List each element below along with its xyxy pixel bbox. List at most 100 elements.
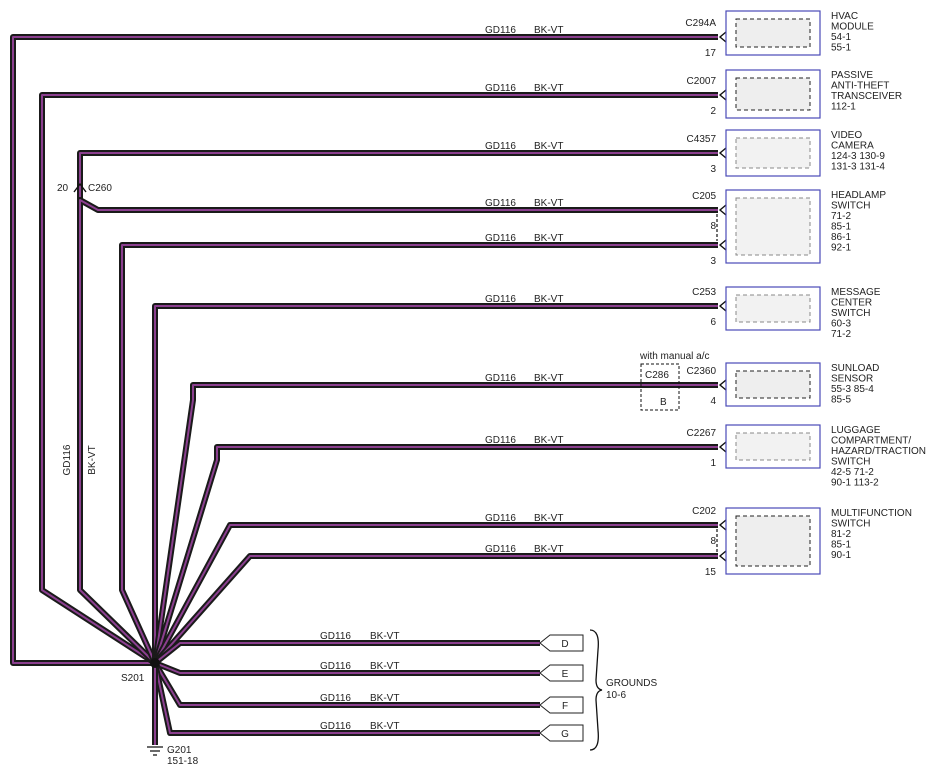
ground-wire-f-inner [154,662,540,706]
branch-wire-4-inner [79,199,718,664]
inline-connector-label: C260 [88,183,112,194]
wire-color-label: BK-VT [534,435,563,446]
component-text-line: 124-3 130-9 [831,151,885,162]
wire-circuit-label: GD116 [485,233,516,244]
wire-circuit-label: GD116 [485,544,516,555]
pin-label: 3 [710,164,716,175]
wire-color-label: BK-VT [534,513,563,524]
inline-connector-pin: 20 [57,183,69,194]
component-text-line: CENTER [831,298,872,309]
connector-label: C294A [685,18,716,29]
wire-color-label: BK-VT [534,198,563,209]
component-text-line: 55-3 85-4 [831,384,874,395]
grounds-brace-icon [589,629,603,751]
branch-wire-5-inner [121,244,718,664]
wire-color-label: BK-VT [534,233,563,244]
component-text-line: 71-2 [831,211,851,222]
pin-arrow-icon [718,89,727,101]
option-connector-pin: B [660,397,667,408]
branch-wire-1-inner [12,36,718,664]
connector-label: C202 [692,506,716,517]
wire-color-label: BK-VT [534,83,563,94]
pin-label: 8 [710,536,716,547]
component-text-line: SWITCH [831,457,870,468]
pin-arrow-icon [718,204,727,216]
connector-label: C2007 [687,76,717,87]
pin-arrow-icon [718,147,727,159]
component-text-line: 54-1 [831,32,851,43]
ground-connector-shape [539,724,584,742]
ground-connector-shape [539,696,584,714]
ground-wire-d-inner [154,642,540,664]
component-inner-box [735,432,811,461]
ground-connector-shape [539,664,584,682]
ground-connector-label: G [561,729,569,740]
pin-arrow-icon [718,300,727,312]
branch-wire-8-inner [154,446,718,664]
vertical-color-label: BK-VT [87,445,98,474]
ground-wire-d-outer [153,640,540,666]
ground-color-label: BK-VT [370,661,399,672]
pin-label: 3 [710,256,716,267]
ground-circuit-label: GD116 [320,693,351,704]
branch-wire-10-inner [154,555,718,664]
ground-point-ref: 151-18 [167,756,199,767]
component-text-line: 86-1 [831,232,851,243]
wire-circuit-label: GD116 [485,373,516,384]
component-text-line: SWITCH [831,519,870,530]
option-connector-label: C286 [645,370,669,381]
ground-circuit-label: GD116 [320,631,351,642]
wire-color-label: BK-VT [534,544,563,555]
component-text-line: 85-5 [831,395,851,406]
wire-circuit-label: GD116 [485,294,516,305]
component-text-line: SWITCH [831,308,870,319]
branch-wire-6-outer [152,303,718,663]
pin-label: 1 [710,458,716,469]
pin-label: 6 [710,317,716,328]
splice-dot [150,658,160,668]
component-text-line: 71-2 [831,329,851,340]
pin-label: 2 [710,106,716,117]
wire-color-label: BK-VT [534,25,563,36]
component-text-line: 85-1 [831,222,851,233]
ground-circuit-label: GD116 [320,661,351,672]
component-text-line: 112-1 [831,102,856,113]
connector-label: C205 [692,191,716,202]
pin-label: 17 [705,48,717,59]
marks-layer [73,10,821,756]
grounds-title-label: GROUNDS [606,678,657,689]
wire-circuit-label: GD116 [485,141,516,152]
ground-connector-shape [539,634,584,652]
component-inner-box [735,137,811,169]
wire-circuit-label: GD116 [485,513,516,524]
ground-color-label: BK-VT [370,721,399,732]
component-text-line: MODULE [831,22,874,33]
ground-color-label: BK-VT [370,631,399,642]
pin-label: 4 [710,396,716,407]
component-inner-box [735,18,811,48]
inline-connector-icon [73,182,87,193]
pin-label: 15 [705,567,717,578]
vertical-circuit-label: GD116 [62,444,73,475]
component-text-line: HAZARD/TRACTION [831,446,926,457]
wire-circuit-label: GD116 [485,25,516,36]
ground-connector-label: D [561,639,568,650]
component-text-line: VIDEO [831,130,862,141]
pin-arrow-icon [718,441,727,453]
component-text-line: MESSAGE [831,287,881,298]
pin-arrow-icon [718,550,727,562]
branch-wire-3-inner [79,152,718,210]
component-text-line: 55-1 [831,43,851,54]
branch-wire-3-outer [77,150,718,210]
branch-wire-2-inner [41,94,718,664]
connector-label: C2267 [687,428,717,439]
ground-symbol-icon [147,746,163,756]
component-text-line: CAMERA [831,141,874,152]
wire-circuit-label: GD116 [485,83,516,94]
component-text-line: 42-5 71-2 [831,467,874,478]
wire-color-label: BK-VT [534,373,563,384]
component-text-line: 81-2 [831,529,851,540]
wire-circuit-label: GD116 [485,435,516,446]
